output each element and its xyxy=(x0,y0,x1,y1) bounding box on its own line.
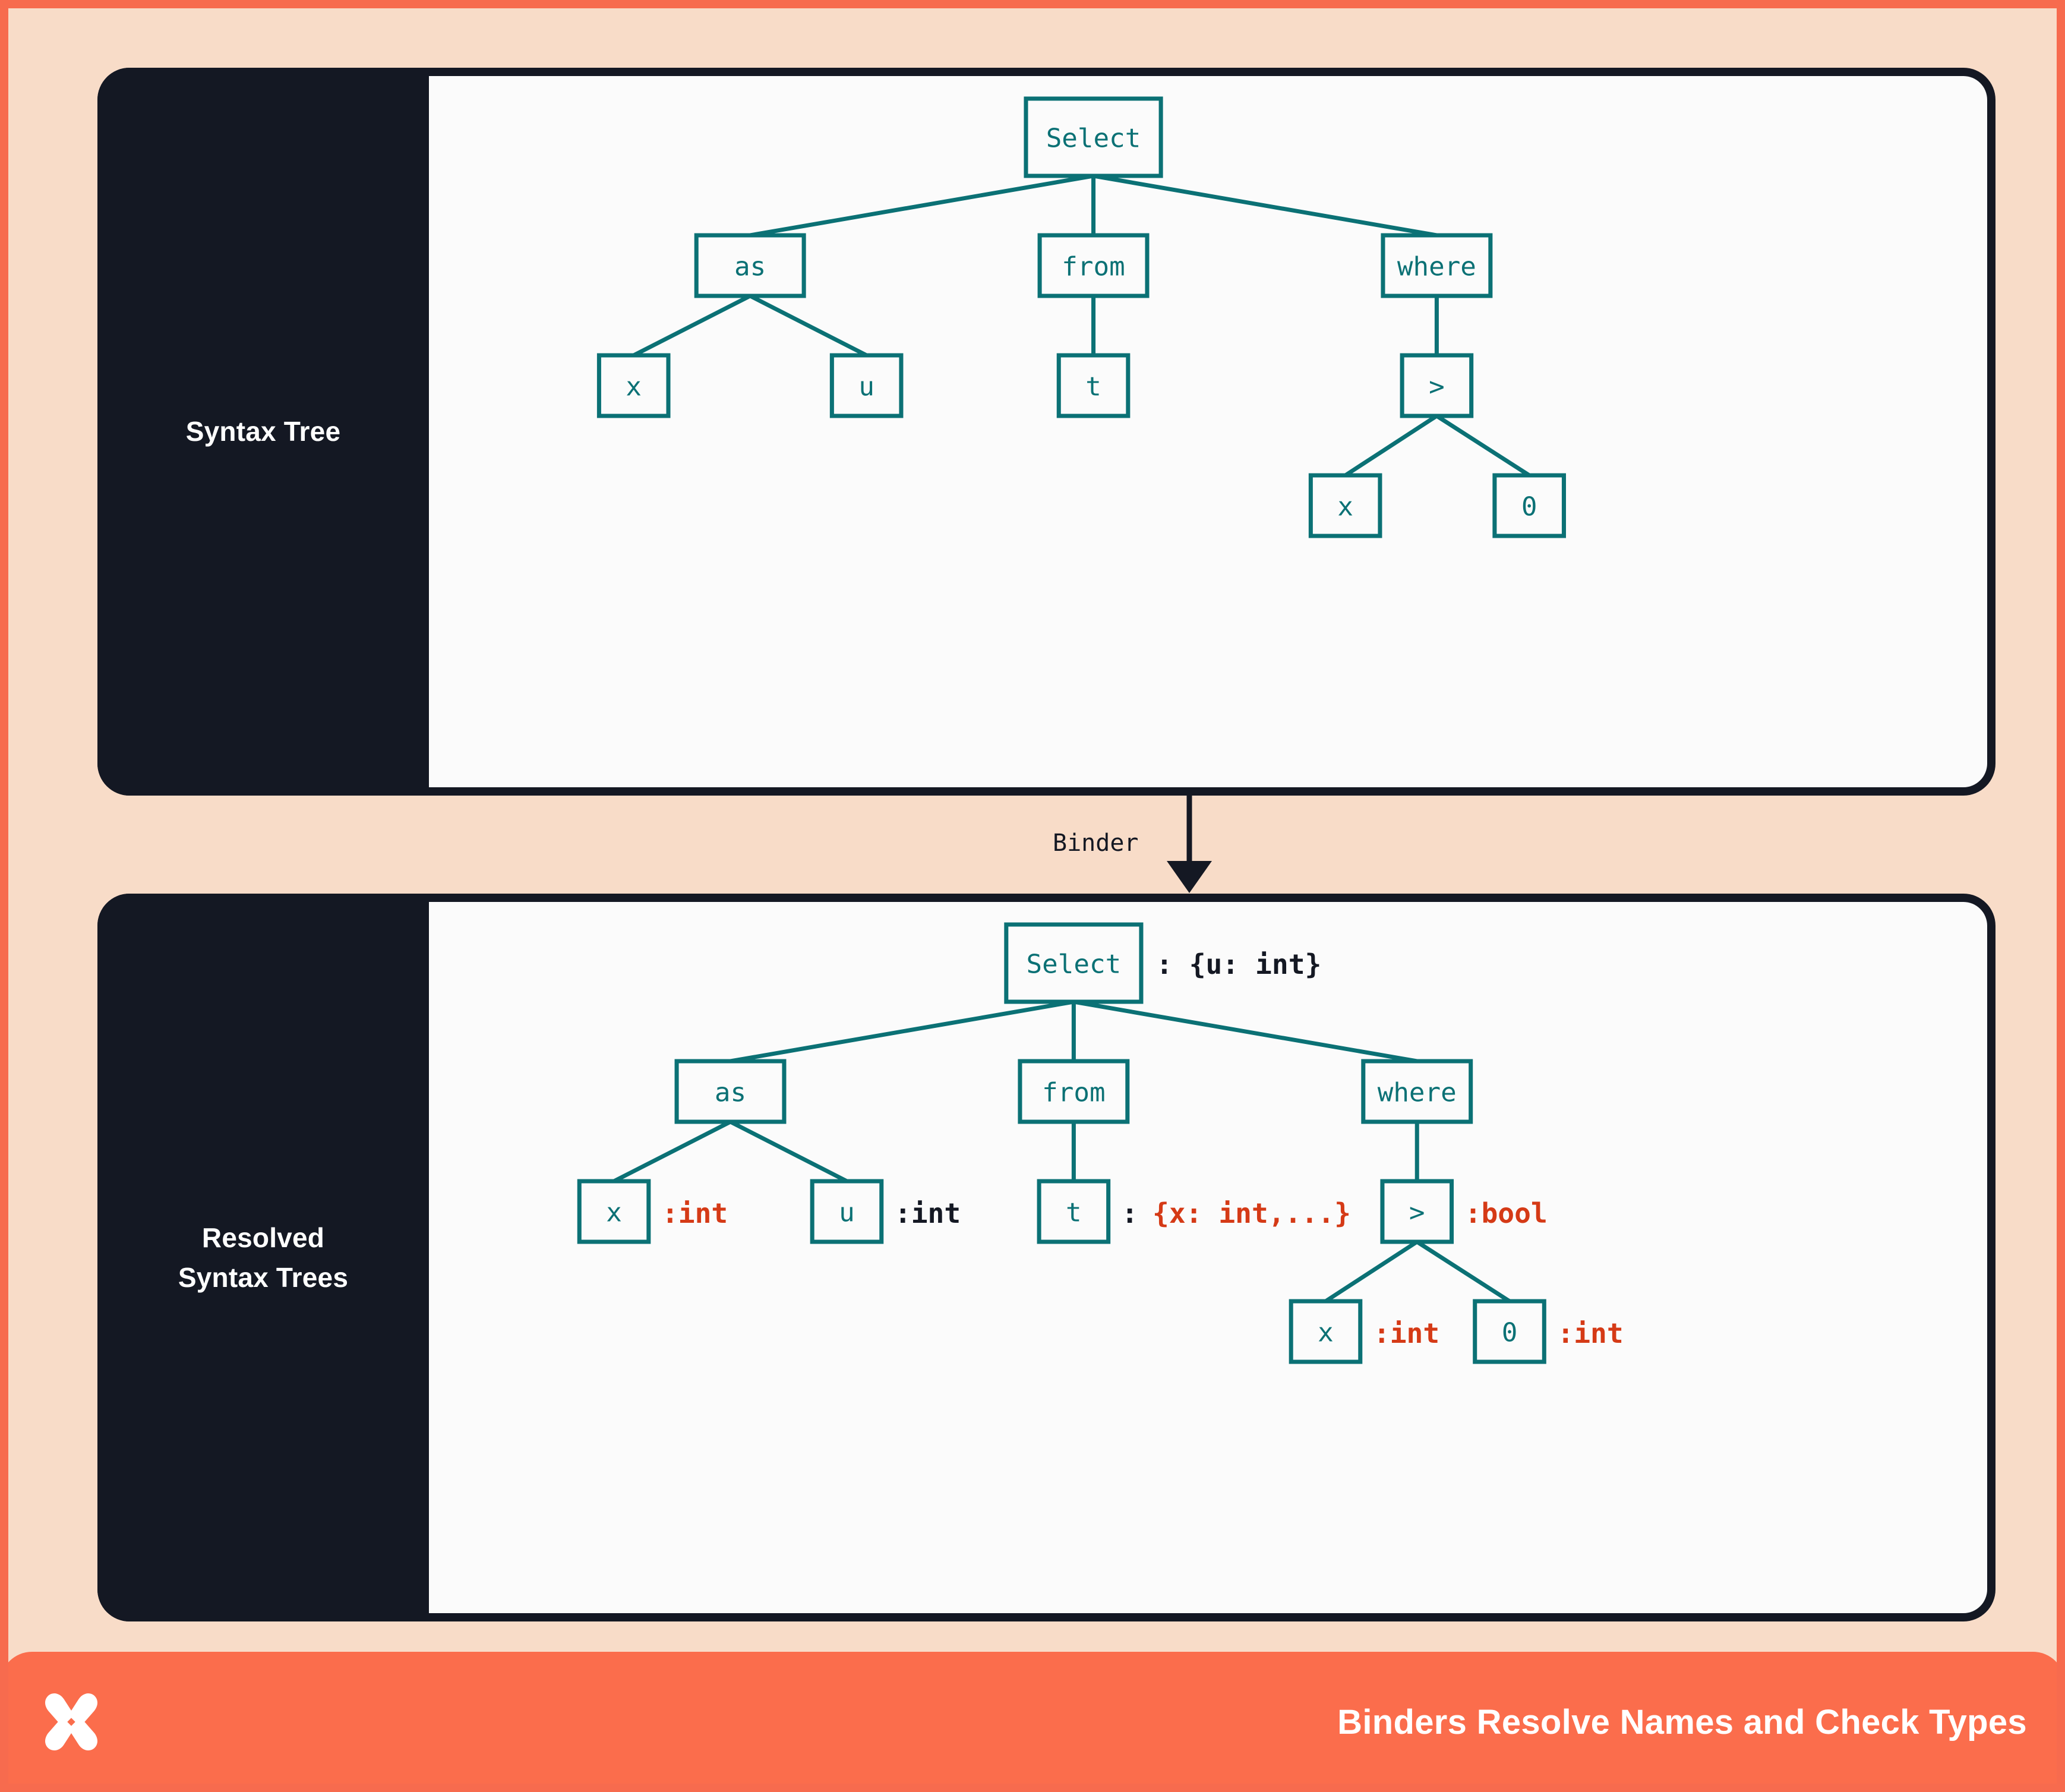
node-where[interactable]: where xyxy=(1361,1059,1473,1124)
footer-bar: Binders Resolve Names and Check Types xyxy=(8,1652,2057,1784)
node-where-label: where xyxy=(1397,252,1476,282)
resolved-tree-svg: Select : {u: int} as from where x xyxy=(577,922,1624,1364)
node-where-child-gt[interactable]: > xyxy=(1400,353,1474,418)
resolved-tree-canvas: Select : {u: int} as from where x xyxy=(429,902,1987,1613)
node-gt-right-label: 0 xyxy=(1502,1318,1518,1348)
node-from-label: from xyxy=(1062,252,1125,282)
node-gt-left-x[interactable]: x xyxy=(1308,473,1382,538)
footer-title: Binders Resolve Names and Check Types xyxy=(1337,1702,2027,1741)
edge-gt-x xyxy=(1324,1240,1419,1303)
panel-resolved-syntax-trees: Resolved Syntax Trees Select xyxy=(97,894,1995,1621)
binder-arrow xyxy=(1167,796,1212,893)
edge-gt-x xyxy=(1344,414,1438,477)
edge-gt-0 xyxy=(1435,414,1531,477)
node-as-left-x[interactable]: x xyxy=(577,1179,651,1244)
node-as-right-u[interactable]: u xyxy=(810,1179,884,1244)
node-where-label: where xyxy=(1378,1078,1457,1108)
node-from[interactable]: from xyxy=(1018,1059,1130,1124)
node-gt-right-label: 0 xyxy=(1521,492,1537,522)
node-as-right-label: u xyxy=(858,372,874,402)
node-as-label: as xyxy=(715,1078,746,1108)
panel-bottom-label-line1: Resolved xyxy=(201,1222,325,1253)
node-where[interactable]: where xyxy=(1381,233,1493,298)
node-as[interactable]: as xyxy=(694,233,806,298)
node-gt-left-x[interactable]: x xyxy=(1289,1299,1363,1364)
node-from-child-t[interactable]: t xyxy=(1037,1179,1111,1244)
annotation-from-child-colon: : xyxy=(1122,1197,1138,1229)
edge-as-u xyxy=(729,1119,848,1184)
node-as-right-label: u xyxy=(839,1198,855,1228)
node-as-left-x[interactable]: x xyxy=(596,353,671,418)
annotation-from-child-type: {x: int,...} xyxy=(1153,1197,1351,1229)
node-select[interactable]: Select xyxy=(1024,96,1163,178)
syntax-tree-canvas: Select as from where x xyxy=(429,76,1987,787)
binder-label: Binder xyxy=(1053,829,1139,857)
panel-bottom-label-line2: Syntax Trees xyxy=(178,1261,349,1293)
node-from-child-label: t xyxy=(1066,1198,1082,1228)
node-from-child-t[interactable]: t xyxy=(1056,353,1131,418)
node-as-label: as xyxy=(734,252,766,282)
node-from-child-label: t xyxy=(1085,372,1101,402)
edge-as-x xyxy=(612,1119,732,1184)
edge-as-u xyxy=(749,294,868,358)
node-as[interactable]: as xyxy=(674,1059,787,1124)
annotation-as-right-type: :int xyxy=(895,1197,961,1229)
annotation-where-child-type: :bool xyxy=(1465,1197,1548,1229)
binder-arrow-head xyxy=(1167,861,1212,893)
node-select-label: Select xyxy=(1046,124,1141,154)
node-gt-left-label: x xyxy=(1337,492,1353,522)
edge-root-as xyxy=(730,999,1074,1064)
node-where-child-label: > xyxy=(1429,372,1445,402)
annotation-select-type: : {u: int} xyxy=(1156,948,1321,980)
edge-gt-0 xyxy=(1416,1240,1511,1303)
panel-top-label: Syntax Tree xyxy=(97,68,429,796)
node-where-child-label: > xyxy=(1409,1198,1425,1228)
annotation-gt-left-type: :int xyxy=(1373,1317,1439,1349)
annotation-gt-right-type: :int xyxy=(1557,1317,1623,1349)
node-as-right-u[interactable]: u xyxy=(829,353,904,418)
edge-root-where xyxy=(1073,999,1417,1064)
syntax-tree-svg: Select as from where x xyxy=(596,96,1566,538)
node-gt-left-label: x xyxy=(1318,1318,1334,1348)
node-as-left-label: x xyxy=(606,1198,622,1228)
node-from-label: from xyxy=(1042,1078,1105,1108)
panel-bottom-label: Resolved Syntax Trees xyxy=(97,894,429,1621)
node-gt-right-zero[interactable]: 0 xyxy=(1492,473,1566,538)
node-as-left-label: x xyxy=(626,372,642,402)
node-from[interactable]: from xyxy=(1037,233,1150,298)
panel-syntax-tree: Syntax Tree Select xyxy=(97,68,1995,796)
edge-root-as xyxy=(750,173,1094,238)
x-star-logo-icon xyxy=(45,1693,97,1751)
node-where-child-gt[interactable]: > xyxy=(1380,1179,1454,1244)
edge-root-where xyxy=(1093,173,1438,238)
node-gt-right-zero[interactable]: 0 xyxy=(1473,1299,1546,1364)
annotation-as-left-type: :int xyxy=(662,1197,728,1229)
node-select-label: Select xyxy=(1027,949,1122,980)
node-select[interactable]: Select xyxy=(1004,922,1144,1004)
edge-as-x xyxy=(633,294,752,358)
